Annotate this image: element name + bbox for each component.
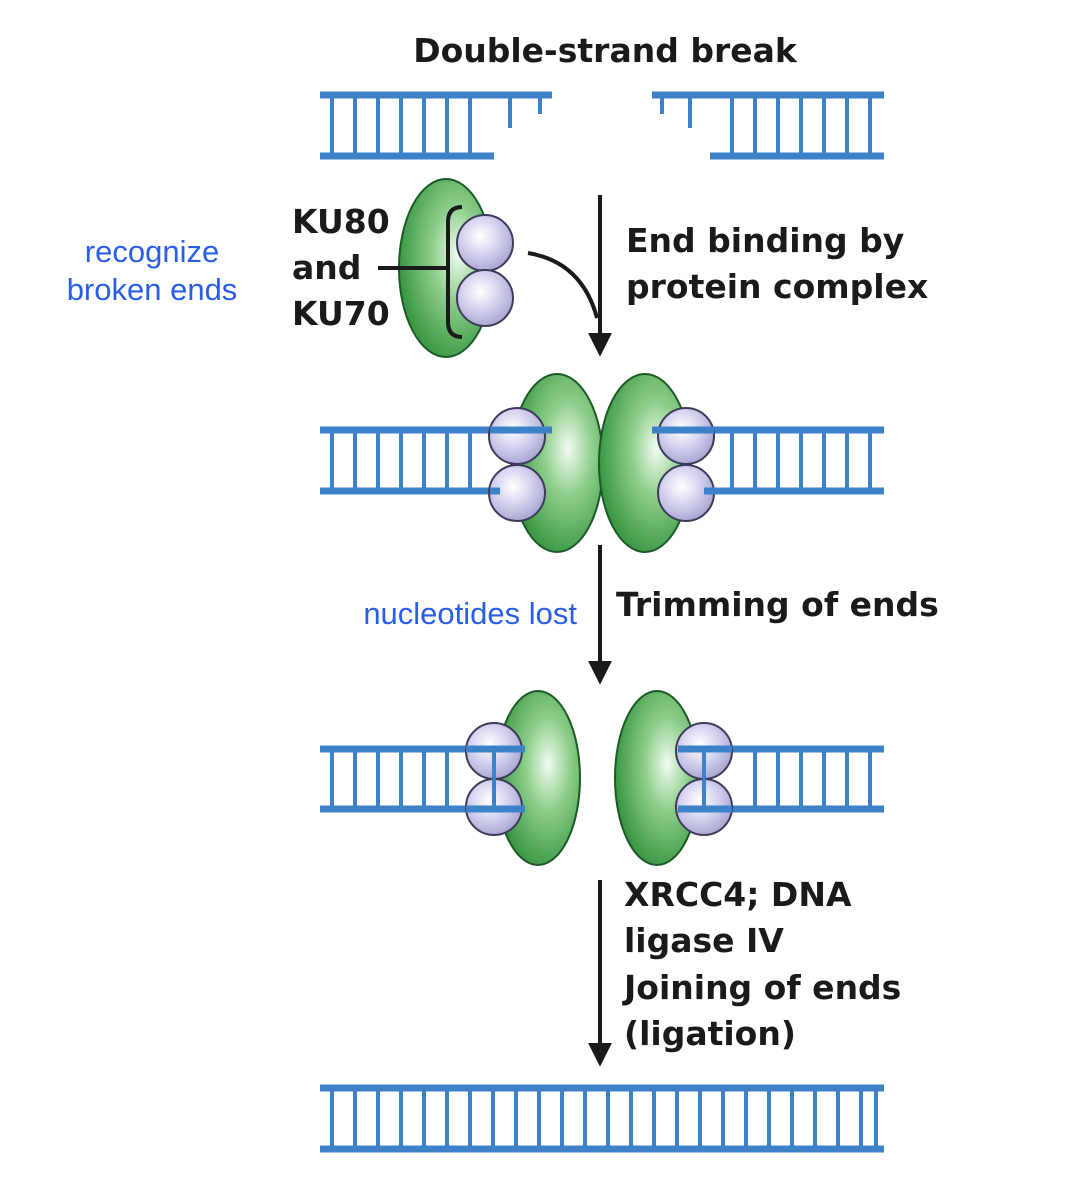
- step3-label-line4: (ligation): [624, 1014, 796, 1053]
- step3-label-line2: ligase IV: [624, 921, 784, 960]
- repaired-dna: [320, 1084, 884, 1153]
- step1-label-line2: protein complex: [626, 267, 928, 306]
- step2-label: Trimming of ends: [616, 585, 939, 624]
- ku-complex-trimmed-left: [465, 690, 581, 866]
- step3-label-line3: Joining of ends: [622, 968, 901, 1007]
- ku-complex-bound-right: [598, 373, 716, 553]
- step1-label-line1: End binding by: [626, 221, 904, 260]
- protein-label-ku70: KU70: [292, 294, 390, 333]
- ku-subunit-lower: [488, 464, 546, 522]
- binding-curve-arrow: [527, 251, 599, 319]
- ku-complex-trimmed-right: [614, 690, 733, 866]
- broken-dna: [320, 91, 884, 160]
- ku-subunit-upper: [657, 407, 715, 465]
- ku80-subunit: [456, 214, 514, 272]
- diagram-title: Double-strand break: [413, 31, 798, 70]
- ku-complex-bound-left: [488, 373, 604, 553]
- note-nucleotides-lost: nucleotides lost: [363, 596, 577, 631]
- step3-label-line1: XRCC4; DNA: [624, 875, 852, 914]
- ku70-subunit: [456, 269, 514, 327]
- note-broken-ends: broken ends: [67, 272, 238, 307]
- protein-label-and: and: [292, 248, 361, 287]
- dna-fragment-right: [652, 91, 884, 160]
- ku-subunit-upper: [488, 407, 546, 465]
- protein-bracket: [446, 205, 463, 339]
- protein-label-ku80: KU80: [292, 202, 390, 241]
- ku-complex-free: [378, 178, 514, 358]
- note-recognize: recognize: [85, 234, 219, 269]
- dna-fragment-left: [320, 91, 552, 160]
